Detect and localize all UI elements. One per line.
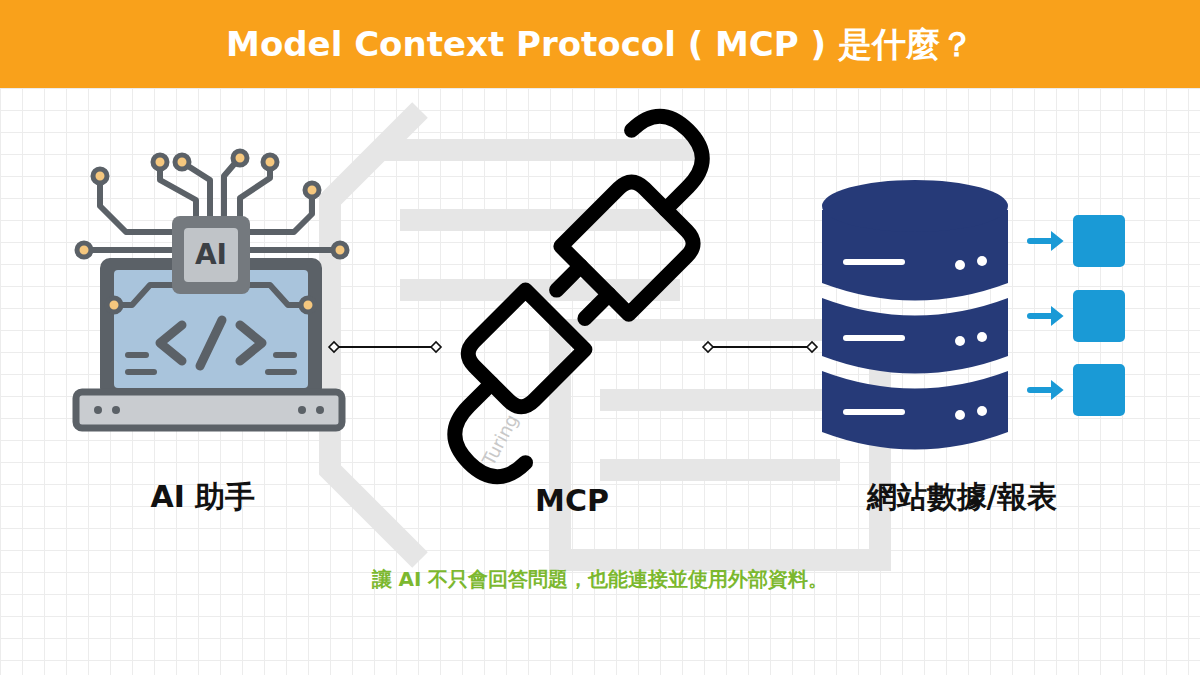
watermark bbox=[330, 110, 880, 560]
illustration-node: 網站數據/報表 bbox=[812, 150, 1134, 518]
title-text: Model Context Protocol ( MCP ) 是什麼？ bbox=[0, 0, 1200, 88]
watermark-text: Turing bbox=[479, 412, 521, 469]
laptop-icon bbox=[76, 151, 347, 428]
node-label: 網站數據/報表 bbox=[867, 477, 1058, 518]
connector-line bbox=[703, 342, 817, 352]
connector-line bbox=[329, 342, 441, 352]
database-icon bbox=[822, 180, 1125, 450]
node-label: AI 助手 bbox=[151, 477, 256, 518]
plug-icon bbox=[384, 102, 773, 491]
node-label: MCP bbox=[535, 483, 609, 518]
illustration-node: AI 助手 bbox=[72, 150, 334, 518]
illustration-node: MCP bbox=[436, 150, 708, 518]
chip-label: AI bbox=[195, 241, 227, 269]
caption-text: 讓 AI 不只會回答問題，也能連接並使用外部資料。 bbox=[0, 566, 1200, 593]
